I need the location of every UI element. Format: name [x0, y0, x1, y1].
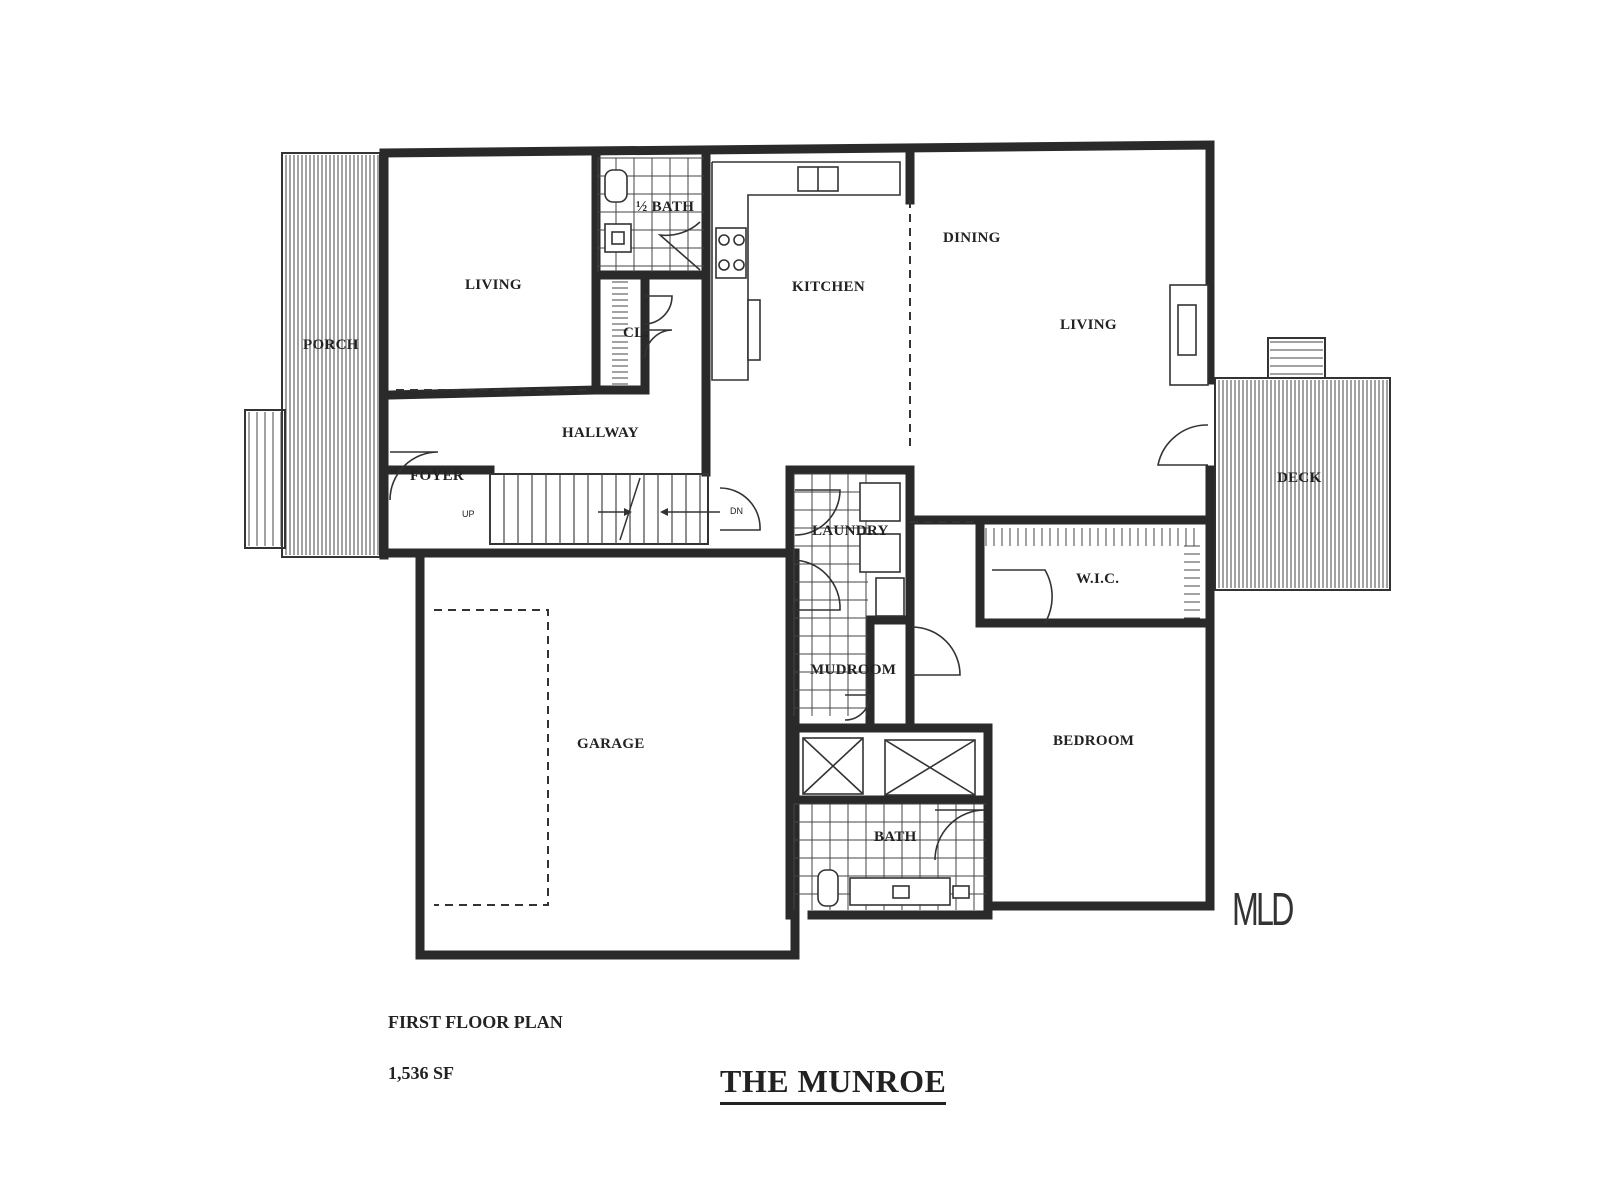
label-wic: W.I.C.	[1076, 571, 1119, 587]
label-dining: DINING	[943, 230, 1001, 246]
designer-signature: MLD	[1232, 883, 1294, 935]
room-labels: PORCH LIVING ½ BATH CL. KITCHEN DINING L…	[303, 199, 1322, 845]
deck	[1214, 337, 1391, 591]
label-foyer: FOYER	[410, 468, 464, 484]
shower-stalls	[802, 737, 976, 796]
label-porch: PORCH	[303, 337, 359, 353]
label-kitchen: KITCHEN	[792, 279, 865, 295]
stair-down-label: DN	[730, 506, 743, 516]
kitchen-fixtures	[711, 161, 901, 381]
fireplace	[1169, 284, 1209, 386]
wic-shelving	[985, 528, 1200, 619]
label-bath: BATH	[874, 829, 917, 845]
plan-area: 1,536 SF	[388, 1063, 455, 1083]
project-title: THE MUNROE	[720, 1063, 947, 1105]
laundry-machines	[859, 482, 905, 617]
windows	[382, 146, 1212, 860]
staircase: UP DN	[462, 473, 743, 545]
label-laundry: LAUNDRY	[812, 523, 889, 539]
label-mudroom: MUDROOM	[810, 662, 896, 678]
half-bath-fixtures	[604, 169, 632, 253]
exterior-walls	[379, 140, 1215, 960]
interior-walls	[379, 145, 1215, 920]
label-deck: DECK	[1277, 470, 1322, 486]
plan-name: FIRST FLOOR PLAN	[388, 1012, 563, 1032]
door-swings	[389, 221, 1209, 861]
label-hallway: HALLWAY	[562, 425, 639, 441]
label-living-left: LIVING	[465, 277, 522, 293]
label-living-right: LIVING	[1060, 317, 1117, 333]
porch	[244, 152, 381, 558]
closet-shelves	[612, 281, 628, 385]
label-half-bath: ½ BATH	[636, 199, 694, 215]
label-closet: CL.	[623, 325, 649, 341]
bath-fixtures	[817, 869, 970, 907]
label-bedroom: BEDROOM	[1053, 733, 1134, 749]
label-garage: GARAGE	[577, 736, 645, 752]
tile-floors	[597, 157, 986, 910]
stair-up-label: UP	[462, 509, 475, 519]
